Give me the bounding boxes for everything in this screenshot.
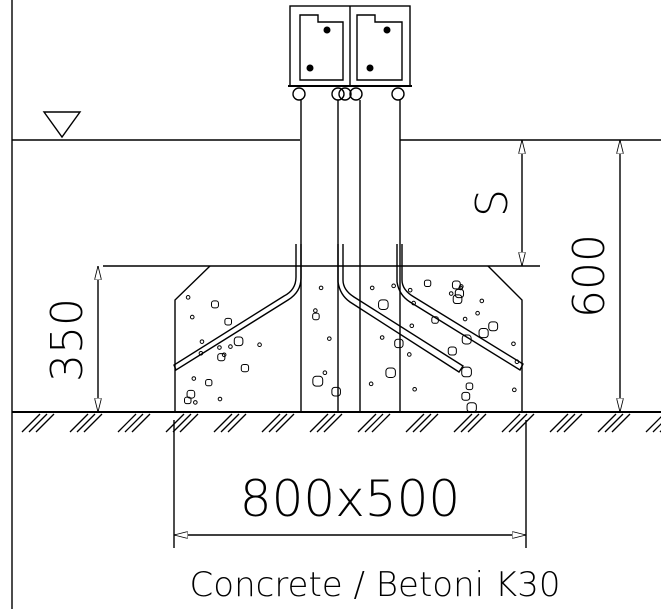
water-level-symbol [42, 111, 82, 139]
post-shafts [300, 100, 401, 412]
dimension-footing-label: 800x500 [240, 470, 460, 528]
dimension-350-label: 350 [42, 298, 93, 382]
post-head-box [288, 5, 412, 101]
dimension-s-label: S [467, 189, 518, 217]
material-label: Concrete / Betoni K30 [190, 565, 561, 605]
concrete-footing [103, 244, 540, 413]
dimension-600-label: 600 [564, 234, 615, 318]
dimension-s: S [467, 140, 522, 266]
dimension-600: 600 [564, 140, 620, 412]
dimension-footing: 800x500 [173, 420, 527, 548]
ground-hatch [21, 413, 661, 433]
bolt-nuts [292, 87, 405, 101]
concrete-aggregate [184, 279, 520, 413]
dimension-350: 350 [42, 266, 98, 412]
